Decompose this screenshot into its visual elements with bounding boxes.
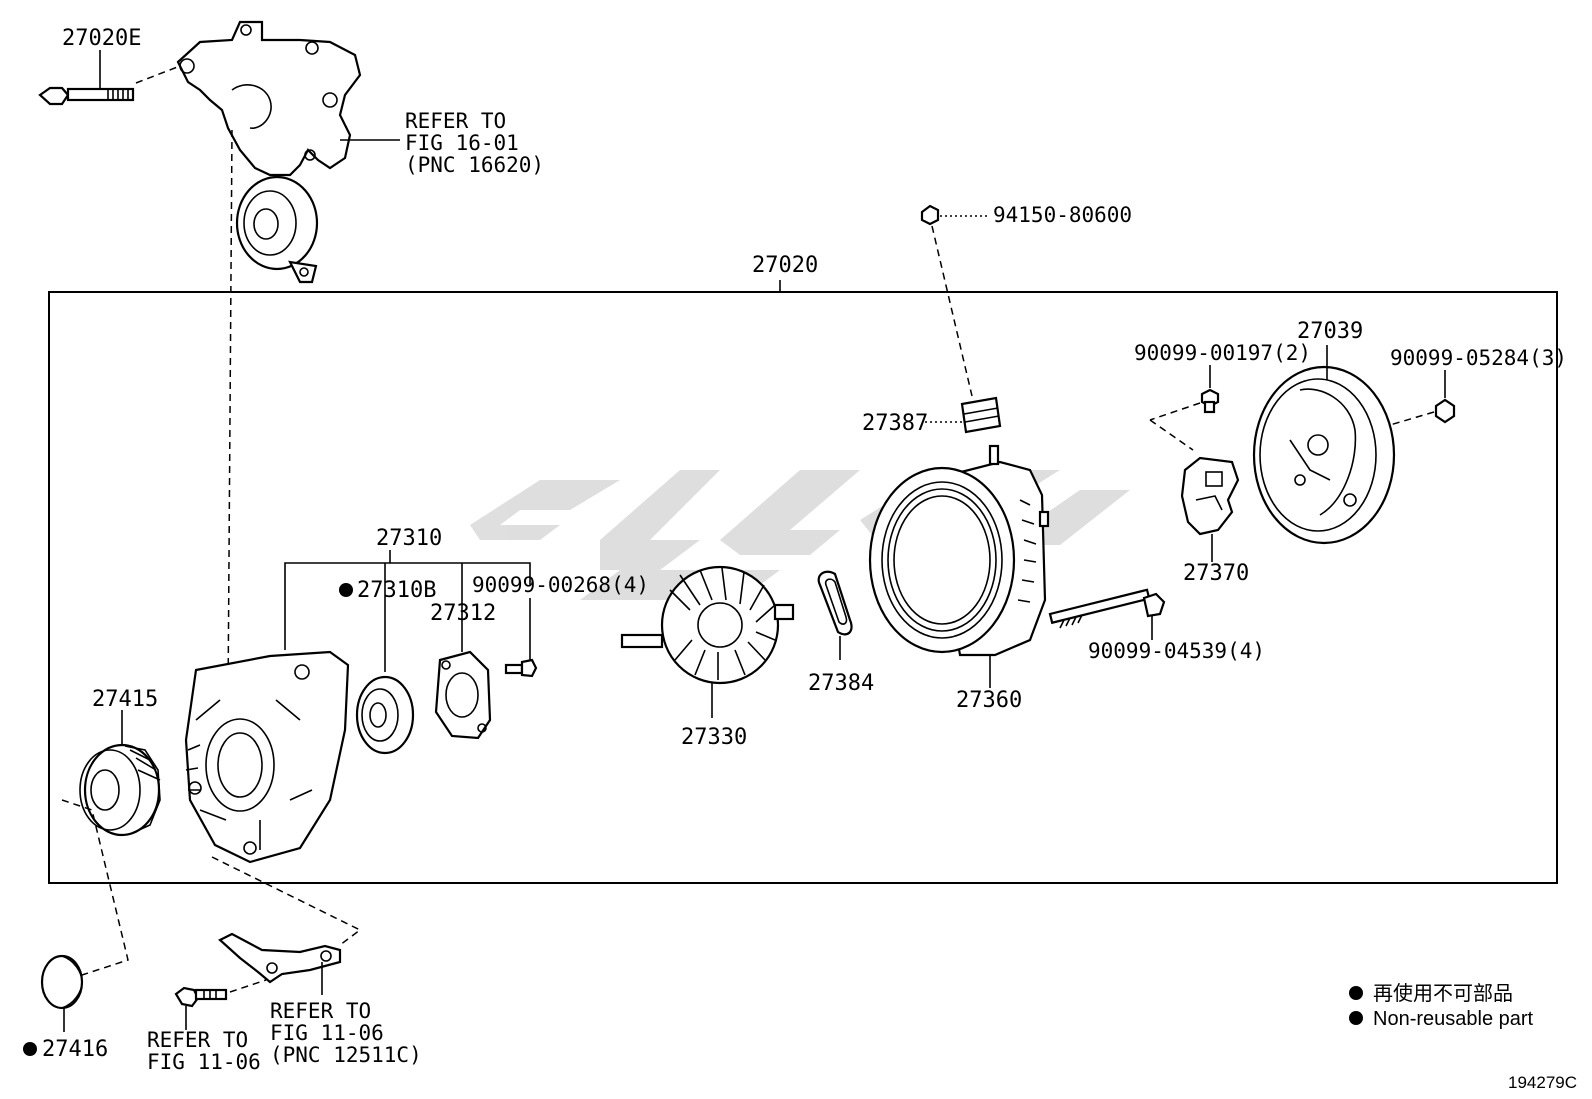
label-27415: 27415 <box>92 687 158 712</box>
assembly-frame <box>48 291 1558 884</box>
label-refer-fig-16-01-line2: FIG 16-01 <box>405 131 519 155</box>
label-90099-04539: 90099-04539(4) <box>1088 639 1265 663</box>
label-27312: 27312 <box>430 601 496 626</box>
nut-90099-05284-part <box>1434 398 1456 424</box>
label-27310: 27310 <box>376 526 442 551</box>
seal-27384-part <box>817 570 853 636</box>
label-27416: 27416 <box>42 1037 108 1062</box>
legend-bullet-1 <box>1349 986 1363 1000</box>
label-27387: 27387 <box>862 411 928 436</box>
label-refer-fig-11-06-b-line2: FIG 11-06 <box>270 1021 384 1045</box>
lower-bracket-part <box>218 932 342 984</box>
label-refer-fig-11-06-b-line1: REFER TO <box>270 999 371 1023</box>
label-refer-fig-11-06-b-line3: (PNC 12511C) <box>270 1043 422 1067</box>
drive-end-frame-27310-part <box>184 650 350 864</box>
label-refer-fig-11-06-a-line2: FIG 11-06 <box>147 1050 261 1074</box>
non-reusable-marker-27310B <box>339 583 353 597</box>
label-27020E: 27020E <box>62 26 141 51</box>
tensioner-bracket-part <box>176 20 362 284</box>
label-27330: 27330 <box>681 725 747 750</box>
label-27370: 27370 <box>1183 561 1249 586</box>
legend: 再使用不可部品 Non-reusable part <box>1349 982 1534 1030</box>
label-27360: 27360 <box>956 688 1022 713</box>
label-27310B: 27310B <box>357 578 436 603</box>
label-refer-fig-11-06-a-line1: REFER TO <box>147 1028 248 1052</box>
figure-code: 194279C <box>1508 1073 1577 1092</box>
pulley-27415-part <box>79 743 161 837</box>
label-27039: 27039 <box>1297 319 1363 344</box>
bolt-27020E-part <box>38 86 135 106</box>
stator-frame-27360-part <box>868 444 1050 657</box>
screw-90099-00197-part <box>1200 388 1220 414</box>
legend-japanese: 再使用不可部品 <box>1373 982 1513 1005</box>
label-90099-00197: 90099-00197(2) <box>1134 341 1311 365</box>
bearing-27310B-part <box>355 675 415 755</box>
retainer-27312-part <box>434 650 492 740</box>
nut-94150-80600-part <box>920 204 940 226</box>
screw-90099-00268-part <box>504 658 538 678</box>
sleeve-27387-part <box>960 396 1002 434</box>
cap-27416-part <box>40 954 84 1010</box>
non-reusable-marker-27416 <box>23 1042 37 1056</box>
label-94150-80600: 94150-80600 <box>993 203 1132 227</box>
legend-english: Non-reusable part <box>1373 1008 1534 1030</box>
label-27020: 27020 <box>752 253 818 278</box>
label-refer-fig-16-01-line1: REFER TO <box>405 109 506 133</box>
bolt-lower-part <box>174 986 228 1008</box>
rear-cover-27039-part <box>1252 365 1396 545</box>
label-90099-05284: 90099-05284(3) <box>1390 346 1567 370</box>
rotor-27330-part <box>620 565 795 685</box>
bolt-90099-04539-part <box>1048 588 1166 629</box>
legend-bullet-2 <box>1349 1011 1363 1025</box>
label-90099-00268: 90099-00268(4) <box>472 573 649 597</box>
label-27384: 27384 <box>808 671 874 696</box>
brush-holder-27370-part <box>1180 456 1240 536</box>
label-refer-fig-16-01-line3: (PNC 16620) <box>405 153 544 177</box>
